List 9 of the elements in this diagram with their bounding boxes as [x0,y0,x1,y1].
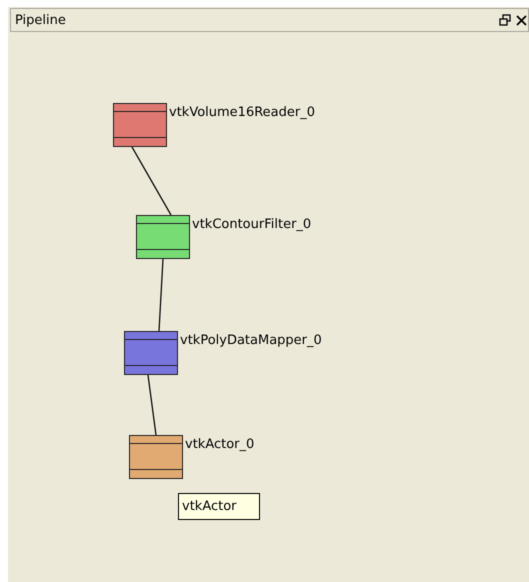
filter-label: vtkPolyDataMapper_0 [180,333,322,348]
connector-line [158,258,164,332]
connector-line [147,374,157,436]
tooltip: vtkActor [178,493,260,520]
filter-label: vtkActor_0 [185,437,254,452]
connector-line [131,146,172,216]
filter-label: vtkVolume16Reader_0 [169,105,315,120]
panel-title: Pipeline [15,13,66,28]
filter-label: vtkContourFilter_0 [192,217,312,232]
